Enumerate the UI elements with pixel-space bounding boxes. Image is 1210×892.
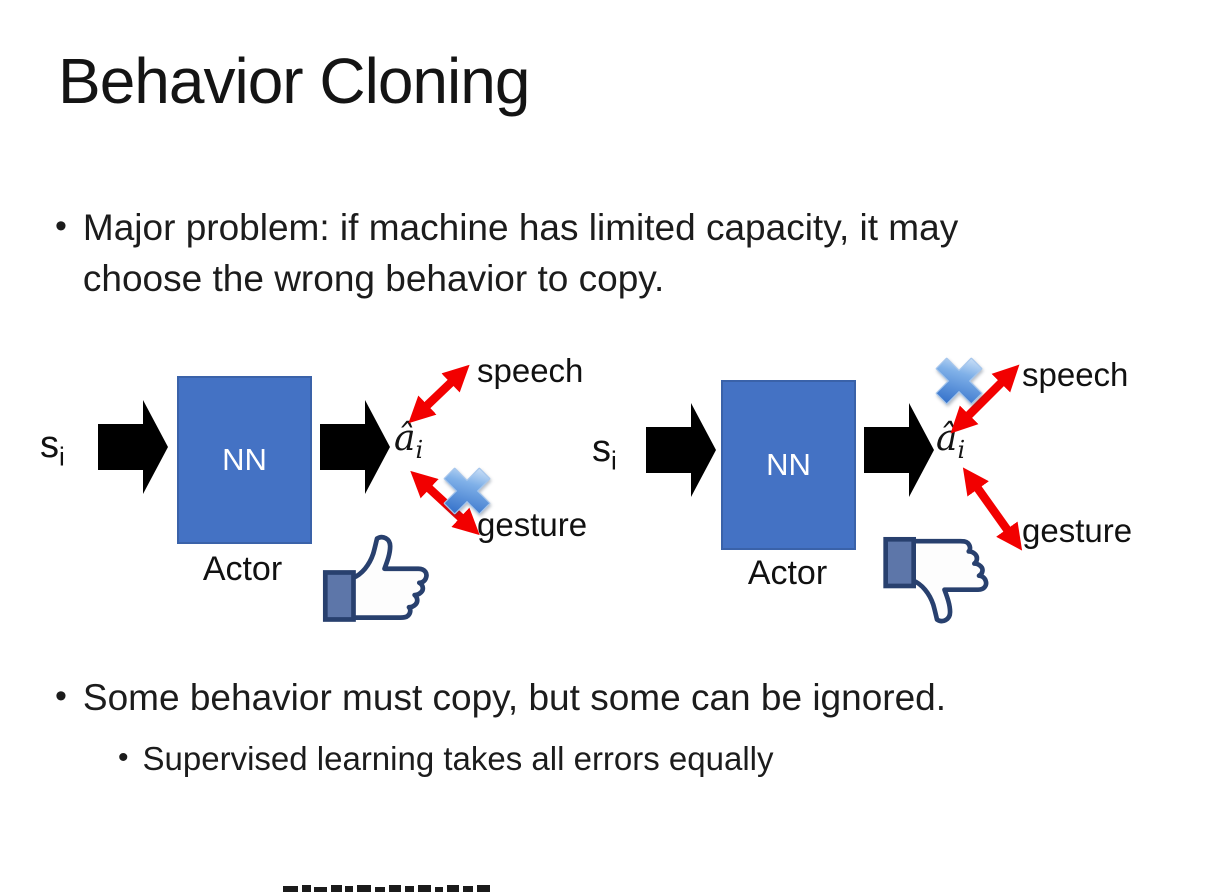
double-arrow-icons	[950, 364, 1023, 551]
block-arrow-icon	[646, 403, 716, 497]
bullet-major-problem: • Major problem: if machine has limited …	[55, 202, 1065, 304]
diagram-left: si NN âi speech gesture	[30, 340, 655, 645]
nn-box-label: NN	[222, 442, 267, 477]
bullet-supervised-text: Supervised learning takes all errors equ…	[142, 740, 774, 777]
bullet-some-behavior-text: Some behavior must copy, but some can be…	[82, 677, 947, 718]
diagram-right: si NN âi	[580, 340, 1205, 650]
action-output-label: âi	[394, 418, 424, 465]
block-arrow-icon	[98, 400, 168, 494]
block-arrow-icon	[864, 403, 934, 497]
bullet-some-behavior: • Some behavior must copy, but some can …	[55, 672, 1135, 723]
gesture-label: gesture	[1022, 512, 1133, 549]
page-title: Behavior Cloning	[58, 45, 530, 117]
state-input-label: si	[592, 428, 617, 476]
bullet-dot: •	[55, 677, 67, 715]
gesture-label: gesture	[477, 506, 588, 543]
state-input-label: si	[40, 424, 65, 472]
cross-icon	[443, 467, 491, 515]
actor-label: Actor	[202, 550, 283, 588]
actor-label: Actor	[747, 554, 828, 592]
bullet-major-problem-text: Major problem: if machine has limited ca…	[82, 207, 959, 300]
block-arrow-icon	[320, 400, 390, 494]
cross-icon	[935, 357, 983, 405]
speech-label: speech	[477, 352, 584, 389]
speech-label: speech	[1022, 356, 1129, 393]
speech-double-arrow-icon	[950, 364, 1020, 434]
speech-double-arrow-icon	[408, 364, 470, 424]
nn-box: NN	[177, 376, 312, 544]
gesture-double-arrow-icon	[962, 467, 1023, 551]
thumbs-up-icon	[320, 533, 434, 632]
nn-box-label: NN	[766, 447, 811, 482]
nn-box: NN	[721, 380, 856, 550]
bullet-dot: •	[55, 207, 67, 245]
bullet-supervised: • Supervised learning takes all errors e…	[118, 737, 1118, 782]
bullet-dot: •	[118, 741, 129, 774]
thumbs-down-icon	[881, 531, 993, 631]
clipped-text-fragment	[283, 885, 490, 892]
